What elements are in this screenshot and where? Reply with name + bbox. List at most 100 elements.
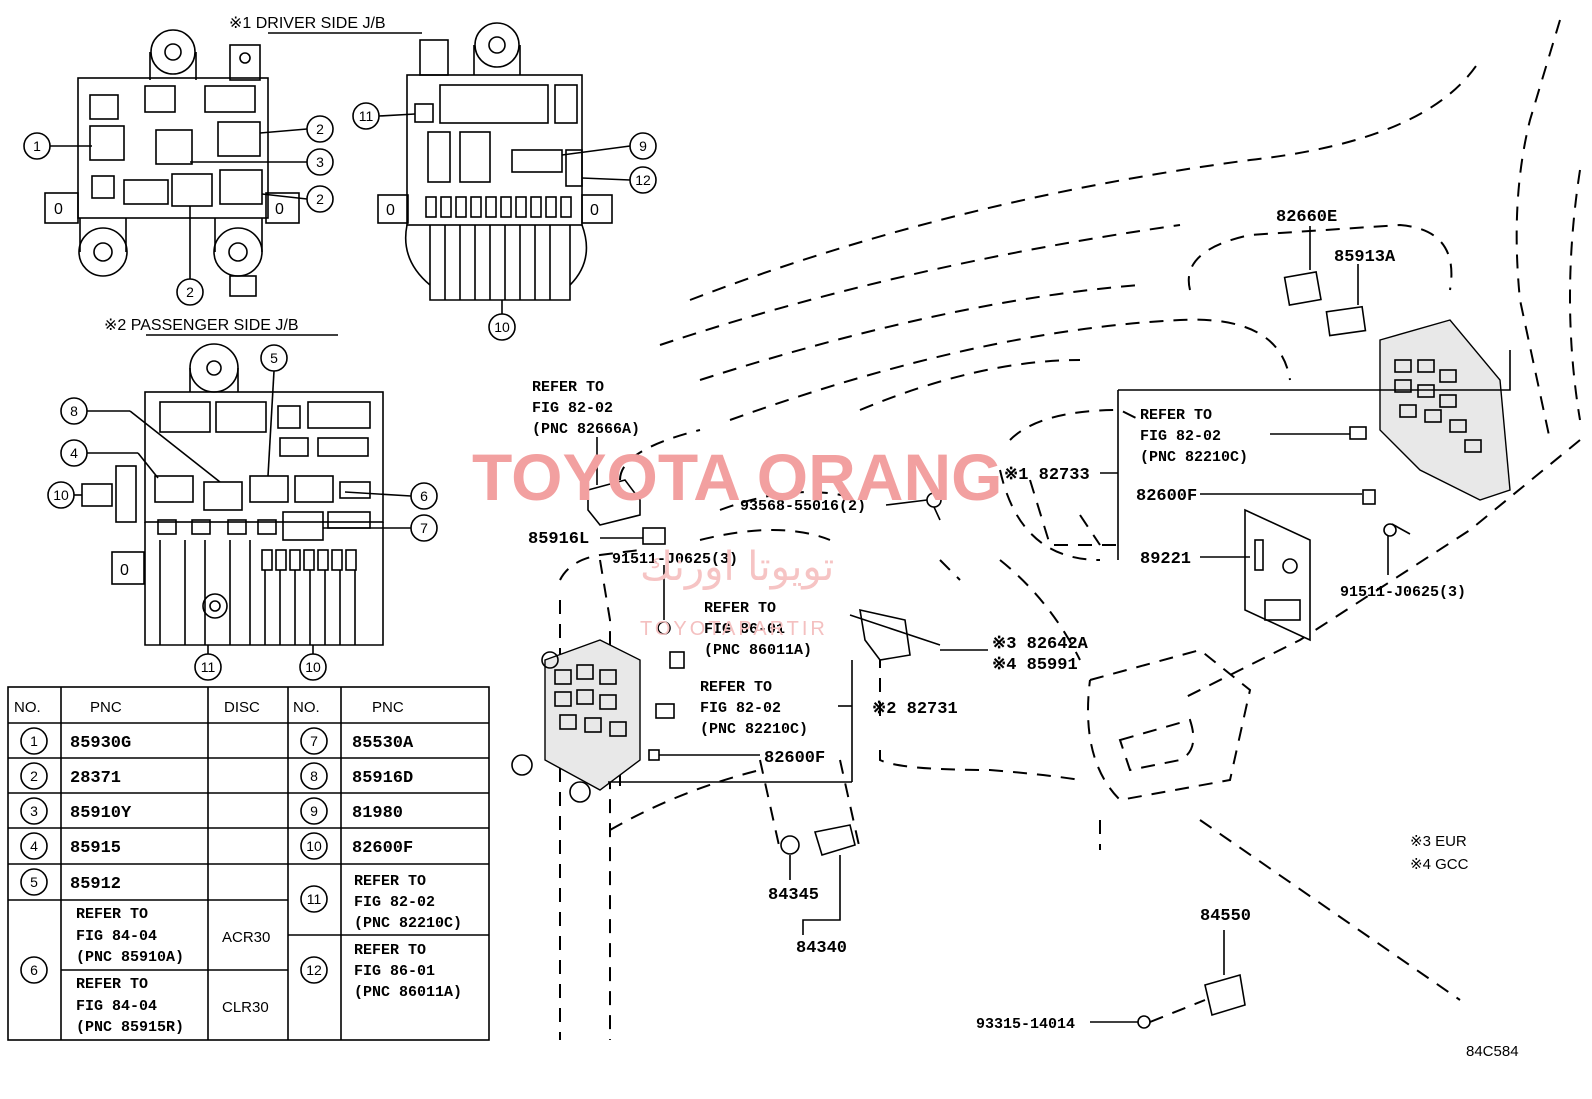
svg-text:9: 9 xyxy=(310,803,318,819)
table-row: 4 85915 xyxy=(20,832,121,860)
watermark: TOYOTA ORANG تويوتا اورنك TOYOTAPARTIR xyxy=(472,440,1002,640)
label-85913A: 85913A xyxy=(1334,248,1396,267)
svg-text:6: 6 xyxy=(30,962,38,978)
svg-text:REFER TO: REFER TO xyxy=(532,379,604,396)
callout-5: 5 xyxy=(260,344,288,477)
driver-jb-side: 0 0 xyxy=(377,22,613,301)
svg-text:1: 1 xyxy=(33,138,41,154)
table-row: 10 82600F xyxy=(300,832,413,860)
svg-text:3: 3 xyxy=(316,154,324,170)
svg-text:2: 2 xyxy=(30,768,38,784)
svg-text:2: 2 xyxy=(316,191,324,207)
table-row: 9 81980 xyxy=(300,797,403,825)
label-82600F-left: 82600F xyxy=(764,749,825,768)
callout-2c: 2 xyxy=(176,206,204,306)
svg-text:(PNC 85915R): (PNC 85915R) xyxy=(76,1019,184,1036)
right-parts xyxy=(1244,226,1511,642)
center-parts xyxy=(511,437,1246,1029)
svg-text:11: 11 xyxy=(307,891,322,907)
svg-text:REFER TO: REFER TO xyxy=(76,976,148,993)
svg-text:REFER TO: REFER TO xyxy=(704,600,776,617)
svg-text:2: 2 xyxy=(186,284,194,300)
svg-text:85530A: 85530A xyxy=(352,734,414,753)
svg-text:FIG 84-04: FIG 84-04 xyxy=(76,998,157,1015)
svg-text:REFER TO: REFER TO xyxy=(354,942,426,959)
label-91511-right: 91511-J0625(3) xyxy=(1340,584,1466,601)
callout-11a: 11 xyxy=(352,102,416,130)
svg-text:(PNC 82210C): (PNC 82210C) xyxy=(700,721,808,738)
passenger-jb: ※2 PASSENGER SIDE J/B 0 xyxy=(81,317,384,646)
svg-text:7: 7 xyxy=(310,733,318,749)
svg-text:10: 10 xyxy=(494,319,510,335)
svg-text:FIG 82-02: FIG 82-02 xyxy=(700,700,781,717)
svg-text:11: 11 xyxy=(359,108,374,124)
diagram-code: 84C584 xyxy=(1466,1043,1519,1060)
svg-text:REFER TO: REFER TO xyxy=(76,906,148,923)
svg-text:REFER TO: REFER TO xyxy=(1140,407,1212,424)
label-84340: 84340 xyxy=(796,939,847,958)
svg-text:REFER TO: REFER TO xyxy=(700,679,772,696)
callout-10c: 10 xyxy=(299,645,327,681)
callout-12: 12 xyxy=(581,166,657,194)
driver-jb-front: ※1 DRIVER SIDE J/B 0 0 xyxy=(44,15,422,297)
svg-text:REFER TO: REFER TO xyxy=(354,873,426,890)
svg-text:(PNC 82210C): (PNC 82210C) xyxy=(354,915,462,932)
svg-text:8: 8 xyxy=(310,768,318,784)
label-ref-82210C-left: REFER TO FIG 82-02 (PNC 82210C) xyxy=(700,679,808,738)
svg-text:4: 4 xyxy=(70,445,78,461)
callout-2a: 2 xyxy=(259,115,334,143)
label-93315: 93315-14014 xyxy=(976,1016,1075,1033)
svg-text:1: 1 xyxy=(30,733,38,749)
svg-text:0: 0 xyxy=(590,202,599,219)
svg-text:81980: 81980 xyxy=(352,804,403,823)
svg-text:0: 0 xyxy=(386,202,395,219)
th-disc: DISC xyxy=(224,699,260,716)
label-91511-left: 91511-J0625(3) xyxy=(612,551,738,568)
label-84345: 84345 xyxy=(768,886,819,905)
svg-text:FIG 86-01: FIG 86-01 xyxy=(354,963,435,980)
svg-text:(PNC 85910A): (PNC 85910A) xyxy=(76,949,184,966)
svg-text:FIG 86-01: FIG 86-01 xyxy=(704,621,785,638)
svg-text:2: 2 xyxy=(316,121,324,137)
th-no-2: NO. xyxy=(293,699,320,716)
label-ref-86011A: REFER TO FIG 86-01 (PNC 86011A) xyxy=(704,600,812,659)
svg-text:11: 11 xyxy=(201,659,216,675)
svg-text:4: 4 xyxy=(30,838,38,854)
svg-text:FIG 82-02: FIG 82-02 xyxy=(532,400,613,417)
svg-text:(PNC 82210C): (PNC 82210C) xyxy=(1140,449,1248,466)
th-no-1: NO. xyxy=(14,699,41,716)
svg-text:28371: 28371 xyxy=(70,769,121,788)
watermark-sub: TOYOTAPARTIR xyxy=(640,618,828,640)
table-row-6: 6 REFER TO FIG 84-04 (PNC 85910A) ACR30 … xyxy=(20,906,270,1036)
svg-text:85915: 85915 xyxy=(70,839,121,858)
callout-10b: 10 xyxy=(47,481,82,509)
callout-1: 1 xyxy=(23,132,92,160)
watermark-arabic: تويوتا اورنك xyxy=(640,544,834,590)
svg-text:12: 12 xyxy=(306,962,322,978)
svg-text:0: 0 xyxy=(54,201,63,218)
callouts: 1 2 3 2 2 11 9 12 10 5 8 4 10 6 7 11 10 xyxy=(23,102,657,681)
label-89221: 89221 xyxy=(1140,550,1191,569)
label-82733: ※1 82733 xyxy=(1004,466,1090,485)
svg-text:CLR30: CLR30 xyxy=(222,999,269,1016)
svg-text:82600F: 82600F xyxy=(352,839,413,858)
svg-text:9: 9 xyxy=(639,138,647,154)
passenger-jb-caption: ※2 PASSENGER SIDE J/B xyxy=(104,317,299,334)
svg-text:3: 3 xyxy=(30,803,38,819)
svg-text:ACR30: ACR30 xyxy=(222,929,270,946)
table-row-12: 12 REFER TO FIG 86-01 (PNC 86011A) xyxy=(300,942,462,1001)
callout-7: 7 xyxy=(323,514,438,542)
label-85991: ※4 85991 xyxy=(992,656,1078,675)
watermark-main: TOYOTA ORANG xyxy=(472,440,1002,514)
svg-text:10: 10 xyxy=(306,838,322,854)
callout-6: 6 xyxy=(344,482,438,510)
svg-text:5: 5 xyxy=(30,874,38,890)
dashboard-outline xyxy=(559,19,1581,1040)
svg-text:(PNC 82666A): (PNC 82666A) xyxy=(532,421,640,438)
svg-text:0: 0 xyxy=(120,562,129,579)
callout-9: 9 xyxy=(561,132,657,160)
